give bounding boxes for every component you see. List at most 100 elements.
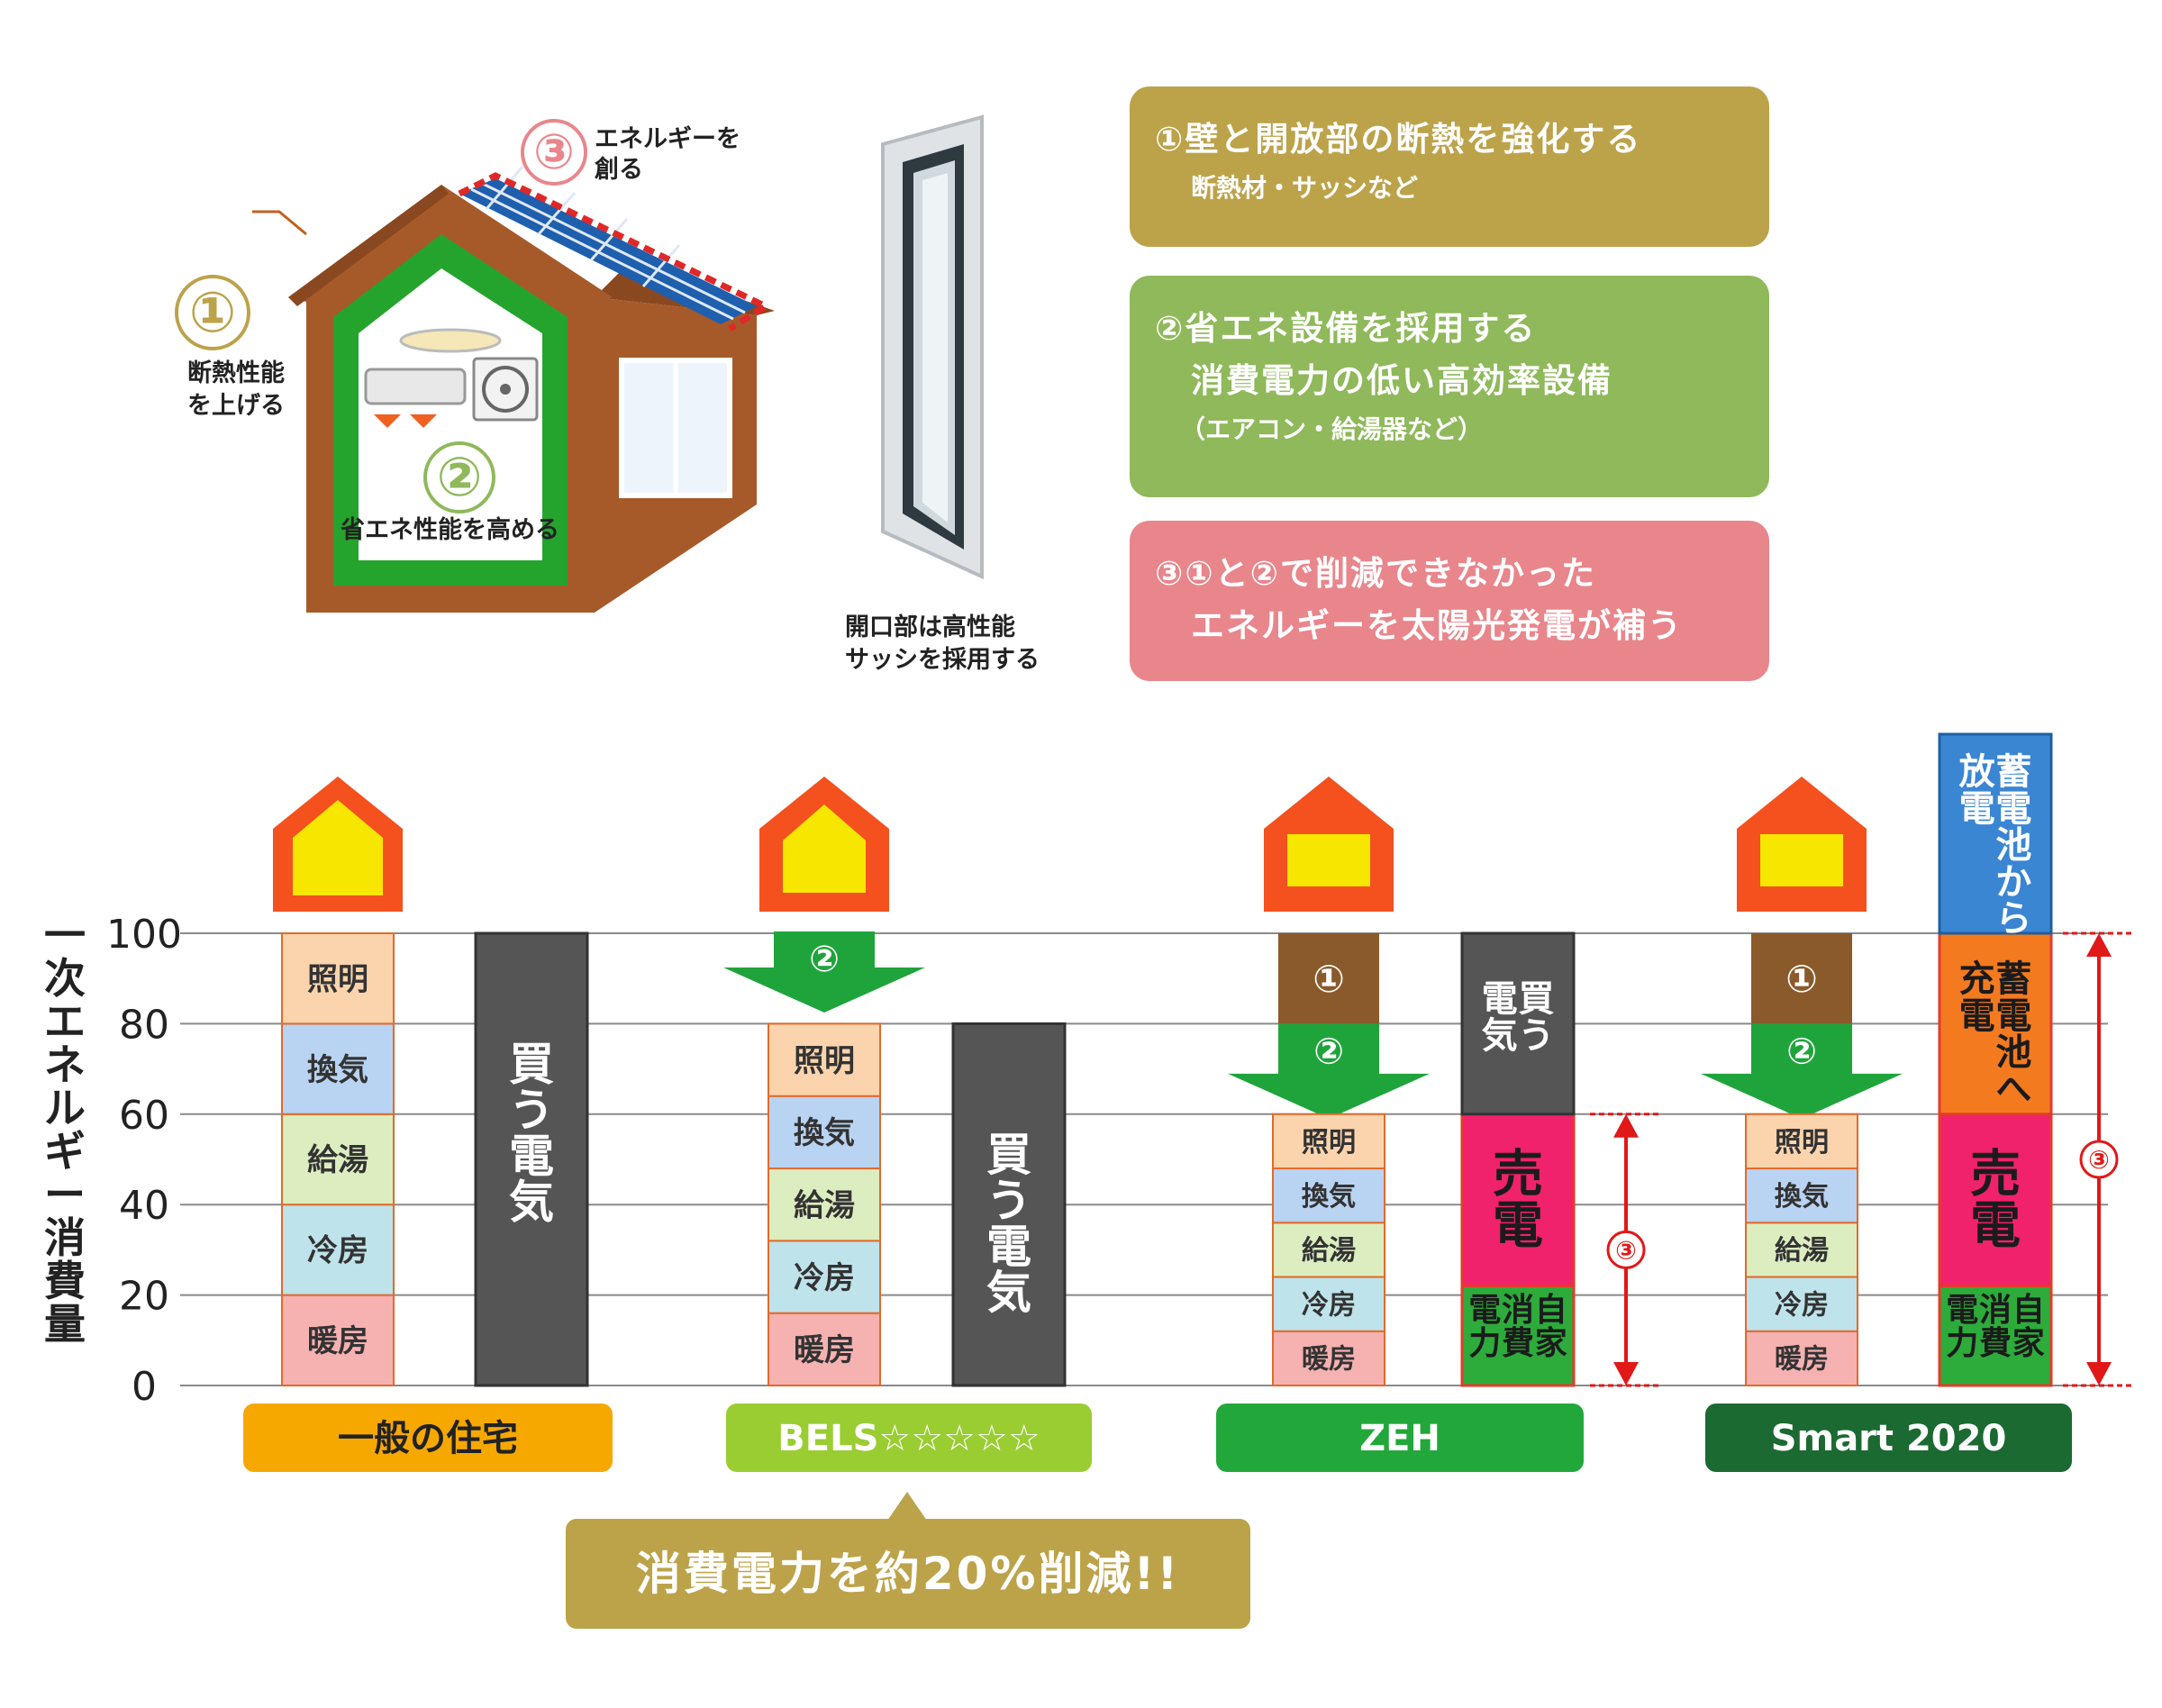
smart-battery-charge-label-char: 電: [1995, 995, 2031, 1037]
general-consumption-seg: [281, 1204, 395, 1296]
zeh-solar-span-head-top: [1613, 1113, 1639, 1138]
sash-caption-line2: サッシを採用する: [845, 646, 1040, 674]
category-pill: [1216, 1404, 1584, 1472]
smart-reduction-arrow: [1701, 1023, 1903, 1119]
category-pill: [1705, 1404, 2072, 1472]
energy-chart: 020406080100一次エネルギー消費量暖房冷房給湯換気照明買う電気②暖房冷…: [44, 732, 2135, 1472]
category-pill: [243, 1404, 613, 1472]
zeh-purchased-label-char: 電: [1482, 978, 1518, 1020]
info-box-1: ①壁と開放部の断熱を強化する 断熱材・サッシなど: [1130, 86, 1769, 247]
zeh-solar-span-head-bottom: [1613, 1362, 1639, 1385]
smart-battery-charge-label-char: 蓄: [1995, 958, 2031, 1000]
note-pointer: [887, 1492, 927, 1521]
general-consumption-seg: [281, 1113, 395, 1206]
y-tick-label: 0: [132, 1364, 157, 1410]
smart-insulation-label: ①: [1785, 957, 1818, 1001]
bels-purchased-bar-label-char: 電: [986, 1221, 1031, 1273]
zeh-consumption-seg-label: 照明: [1302, 1127, 1356, 1158]
smart-sold-bar: [1938, 1113, 2053, 1288]
y-axis-label-char: エ: [44, 997, 86, 1046]
bels-consumption-seg-label: 冷房: [794, 1260, 855, 1296]
bels-purchased-bar-label-char: 気: [986, 1267, 1031, 1319]
y-axis-label-char: 一: [44, 911, 86, 959]
zeh-reduction-arrow: [1228, 1023, 1430, 1119]
smart-battery-discharge-label-char: 電: [1959, 788, 1995, 830]
callout-2-circle: ②: [423, 441, 495, 513]
smart-consumption-seg-label: 給湯: [1775, 1235, 1829, 1267]
bels-purchased-bar-label-char: う: [986, 1175, 1031, 1227]
callout-3-circle: ③: [521, 119, 587, 186]
y-tick-label: 20: [119, 1274, 169, 1320]
sash-caption-line1: 開口部は高性能: [845, 613, 1015, 641]
y-axis-label-char: ギ: [44, 1127, 86, 1176]
zeh-purchased-bar: [1460, 931, 1576, 1116]
smart-solar-span-head-top: [2086, 933, 2112, 957]
house-icon-bels-inner: [783, 804, 866, 893]
smart-consumption-seg: [1745, 1113, 1858, 1170]
zeh-purchased-label-char: 気: [1482, 1015, 1518, 1057]
general-consumption-seg-label: 給湯: [307, 1142, 368, 1178]
bels-consumption-seg-label: 暖房: [794, 1332, 855, 1368]
smart-consumption-seg-label: 冷房: [1775, 1289, 1829, 1321]
smart-battery-discharge-bar: [1938, 732, 2053, 935]
smart-reduction-arrow-label: ②: [1786, 1031, 1817, 1072]
category-label: ZEH: [1359, 1418, 1440, 1459]
smart-solar-span-badge: [2079, 1140, 2119, 1179]
zeh-sold-bar: [1460, 1113, 1576, 1288]
y-axis-label-char: 次: [44, 954, 86, 1003]
bels-reduction-arrow-label: ②: [809, 939, 840, 980]
y-axis-label-char: 量: [44, 1300, 86, 1349]
category-label: Smart 2020: [1771, 1418, 2007, 1459]
callout-2-text: 省エネ性能を高める: [341, 516, 559, 544]
y-axis-label-char: ネ: [44, 1040, 86, 1089]
general-consumption-seg-label: 照明: [307, 961, 368, 997]
callout-1-circle: ①: [175, 275, 250, 350]
smart-sold-label-char: 売: [1970, 1145, 2021, 1204]
zeh-consumption-seg: [1272, 1113, 1385, 1170]
smart-consumption-seg: [1745, 1167, 1858, 1224]
info-box-3-sub: エネルギーを太陽光発電が補う: [1191, 606, 1683, 645]
smart-self-consumption-label-char: 家: [2012, 1325, 2045, 1362]
zeh-self-consumption-label-char: 消: [1502, 1292, 1534, 1329]
zeh-consumption-seg: [1272, 1222, 1385, 1278]
bels-consumption-seg-label: 給湯: [794, 1187, 855, 1223]
y-tick-label: 60: [119, 1093, 169, 1139]
zeh-solar-span-badge-label: ③: [1615, 1235, 1637, 1265]
category-label: BELS☆☆☆☆☆: [777, 1418, 1040, 1459]
info-box-3: ③①と②で削減できなかった エネルギーを太陽光発電が補う: [1130, 521, 1769, 681]
sash-illustration: [881, 114, 984, 580]
zeh-self-consumption-bar: [1460, 1285, 1576, 1387]
zeh-solar-span-badge: [1606, 1230, 1646, 1269]
smart-sold-label-char: 電: [1970, 1197, 2021, 1256]
callout-1-line1: 断熱性能: [187, 359, 285, 387]
bels-consumption-seg-label: 換気: [794, 1115, 855, 1151]
y-axis-label-char: 消: [44, 1213, 86, 1262]
zeh-purchased-label-char: 買: [1518, 978, 1554, 1020]
smart-battery-discharge-label-char: 池: [1995, 825, 2031, 867]
general-consumption-seg-label: 冷房: [307, 1233, 368, 1269]
general-consumption-seg: [281, 1022, 395, 1115]
callout-1-line2: を上げる: [187, 392, 285, 420]
zeh-consumption-seg: [1272, 1167, 1385, 1224]
zeh-self-consumption-label-char: 電: [1468, 1292, 1501, 1329]
bels-purchased-bar: [951, 1022, 1067, 1387]
zeh-consumption-seg-label: 換気: [1302, 1181, 1356, 1213]
category-pill: [726, 1404, 1092, 1472]
y-axis-label-char: 費: [44, 1257, 86, 1305]
zeh-self-consumption-label-char: 自: [1535, 1292, 1567, 1329]
smart-consumption-seg-label: 照明: [1775, 1127, 1829, 1158]
general-purchased-bar-label-char: 電: [509, 1131, 554, 1183]
general-consumption-seg: [281, 932, 395, 1025]
smart-consumption-seg: [1745, 1222, 1858, 1278]
info-box-2: ②省エネ設備を採用する 消費電力の低い高効率設備 （エアコン・給湯器など）: [1130, 276, 1769, 497]
smart-battery-charge-label-char: へ: [1995, 1068, 2031, 1110]
info-box-1-sub: 断熱材・サッシなど: [1191, 173, 1419, 203]
zeh-consumption-seg: [1272, 1330, 1385, 1387]
house-illustration: [252, 166, 775, 613]
smart-self-consumption-label-char: 自: [2012, 1292, 2045, 1329]
zeh-self-consumption-label-char: 費: [1502, 1325, 1534, 1362]
bels-consumption-seg: [768, 1167, 881, 1242]
callout-3-line1: エネルギーを: [595, 125, 740, 153]
smart-battery-discharge-label-char: か: [1995, 861, 2031, 903]
zeh-consumption-seg: [1272, 1276, 1385, 1332]
